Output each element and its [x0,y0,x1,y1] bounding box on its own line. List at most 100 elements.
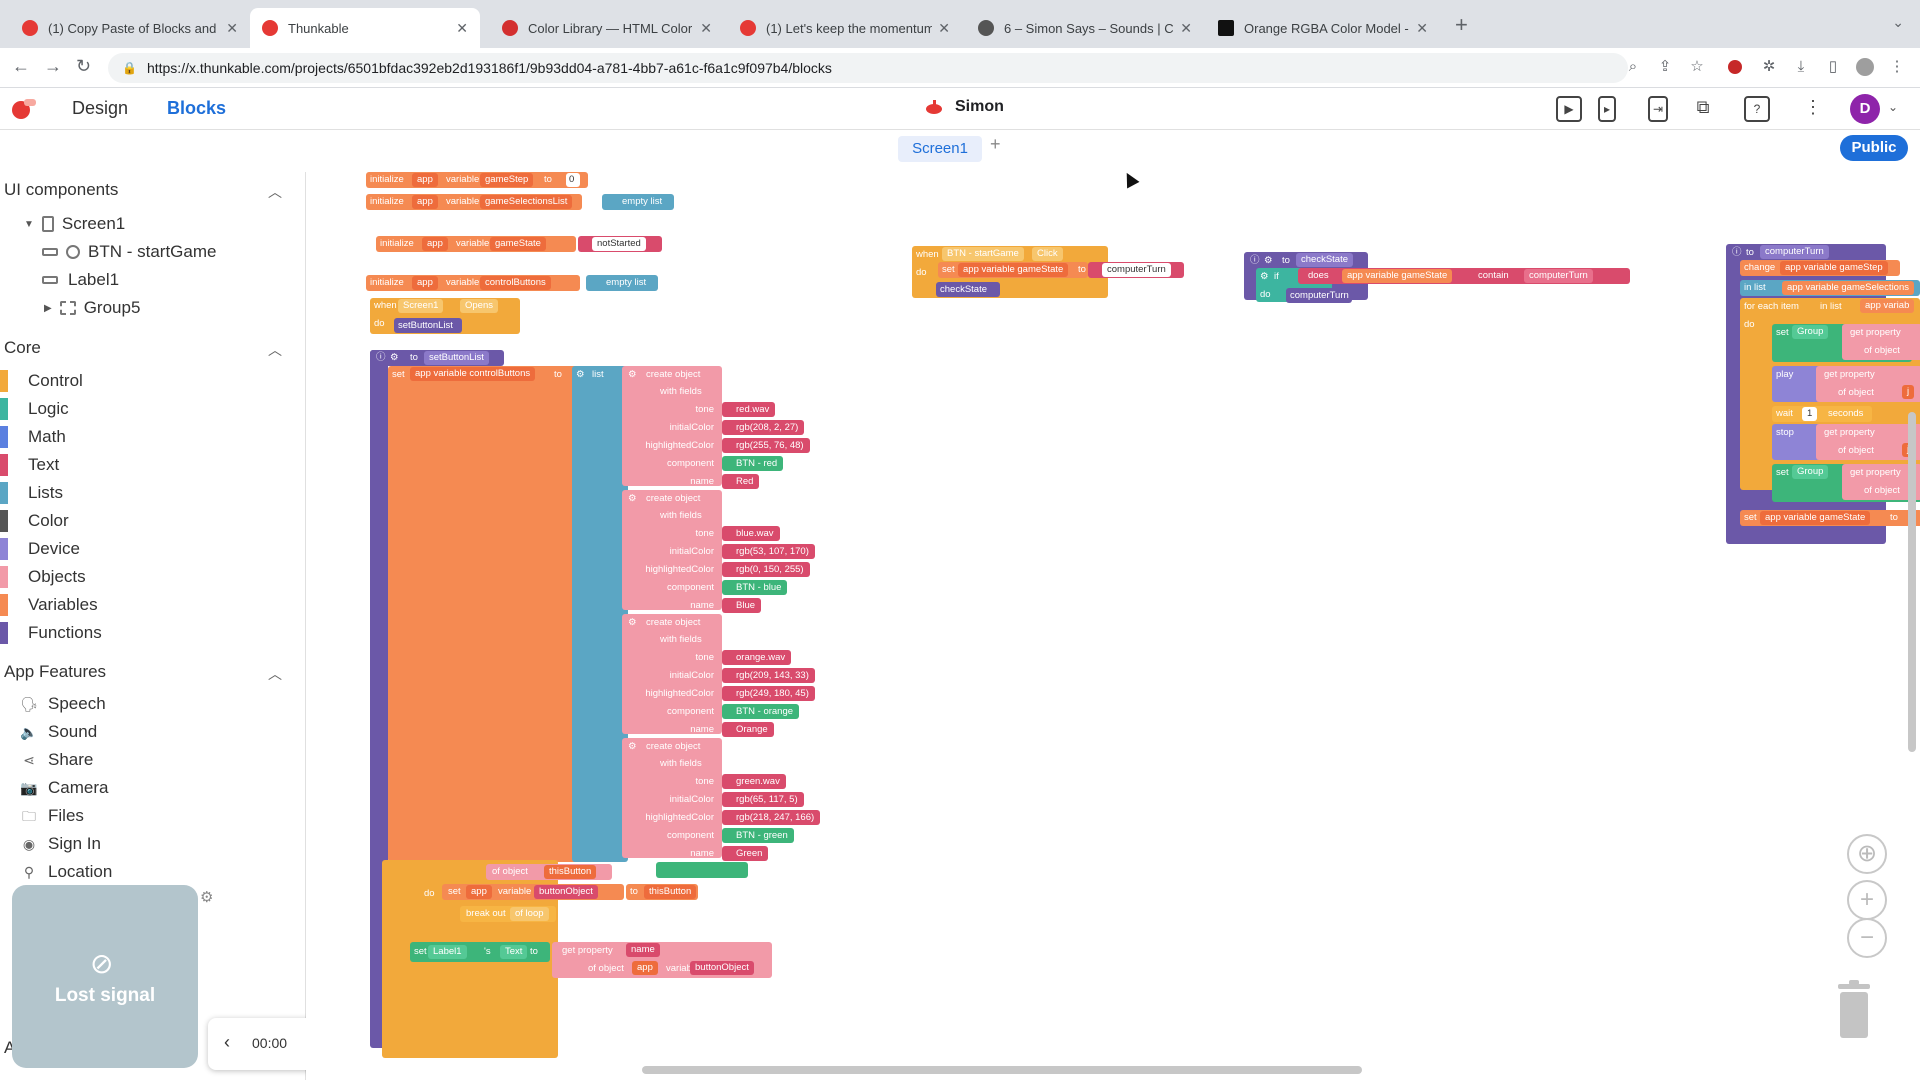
browser-tab[interactable]: Orange RGBA Color Model - fla ✕ [1206,8,1440,48]
forward-arrow-icon[interactable]: → [44,56,62,76]
gear-icon[interactable]: ⚙ [628,493,637,504]
feature-item-location[interactable]: ⚲Location [20,862,112,882]
core-item-math[interactable]: Math [0,426,66,448]
core-item-lists[interactable]: Lists [0,482,63,504]
string-value[interactable]: rgb(65, 117, 5) [722,792,804,807]
string-value[interactable]: computerTurn [1524,269,1593,283]
number-value[interactable]: 1 [1802,407,1818,421]
number-value[interactable]: 0 [566,173,580,187]
section-heading-ui-components[interactable]: UI components [4,180,119,199]
change-variable-block[interactable]: change app variable gameStep [1740,260,1900,276]
get-property-block[interactable]: get property of object [1842,464,1920,500]
add-screen-button[interactable]: + [990,134,1001,154]
component-value[interactable]: BTN - red [722,456,784,471]
chevron-left-icon[interactable]: ‹ [224,1032,230,1052]
browser-tab[interactable]: Color Library — HTML Color C ✕ [490,8,724,48]
string-value[interactable]: rgb(209, 143, 33) [722,668,815,683]
chevron-down-icon[interactable]: ⌄ [1888,100,1899,114]
core-item-logic[interactable]: Logic [0,398,69,420]
address-bar[interactable]: 🔒 https://x.thunkable.com/projects/6501b… [108,53,1628,83]
get-property-block[interactable]: get property of object j [1816,424,1920,460]
blocks-workspace[interactable]: initialize app variable gameStep to 0 in… [306,172,1920,1080]
string-value[interactable]: orange.wav [722,650,792,665]
gear-icon[interactable]: ⚙ [628,369,637,380]
init-variable-block[interactable]: initialize app variable controlButtons [366,275,580,291]
event-dropdown[interactable]: Click [1032,247,1063,261]
call-function-block[interactable]: checkState [936,282,1000,297]
share-icon[interactable]: ⇪ [1658,58,1672,75]
tab-design[interactable]: Design [72,98,129,118]
core-item-device[interactable]: Device [0,538,80,560]
empty-list-block[interactable]: empty list [586,275,658,291]
create-object-block[interactable]: ⚙ create object with fields [622,738,722,858]
set-app-variable-block[interactable]: set app variable gameState to [1740,510,1920,526]
settings-gear-icon[interactable]: ⚙ [200,889,214,906]
help-icon[interactable]: ? [1744,96,1770,122]
component-dropdown[interactable]: Label1 [428,945,467,959]
create-object-block[interactable]: ⚙ create object with fields [622,490,722,610]
scope-dropdown[interactable]: app [412,173,438,187]
browser-tab-active[interactable]: Thunkable ✕ [250,8,480,48]
kebab-menu-icon[interactable]: ⋮ [1889,58,1905,75]
set-label-text-block[interactable]: set Label1 's Text [410,942,550,962]
live-test-device-icon[interactable]: ▸ [1598,96,1616,122]
component-dropdown[interactable]: BTN - startGame [942,247,1024,261]
variable-dropdown[interactable]: j [1902,385,1915,399]
variable-name[interactable]: controlButtons [480,276,551,290]
gear-icon[interactable]: ⚙ [1260,271,1269,282]
list-block[interactable]: in list app variable gameSelections [1740,280,1920,296]
gear-icon[interactable]: ⚙ [628,617,637,628]
property-dropdown[interactable]: Text [500,945,528,959]
string-value[interactable]: rgb(249, 180, 45) [722,686,815,701]
zoom-out-icon[interactable]: − [1847,918,1887,958]
text-string-block[interactable]: computerTurn [1088,262,1184,278]
break-out-block[interactable]: break out of loop [460,906,556,922]
string-value[interactable]: rgb(0, 150, 255) [722,562,810,577]
vertical-scrollbar[interactable] [1908,412,1916,752]
scope-dropdown[interactable]: app [412,195,438,209]
sidebar-panel-icon[interactable]: ▯ [1828,58,1838,75]
text-string-block[interactable]: notStarted [578,236,662,252]
section-heading-core[interactable]: Core [4,338,41,357]
core-item-objects[interactable]: Objects [0,566,86,588]
public-button[interactable]: Public [1840,135,1908,161]
variable-dropdown[interactable]: app variable gameState [1760,511,1871,525]
string-value[interactable]: Orange [722,722,774,737]
string-value[interactable]: rgb(255, 76, 48) [722,438,810,453]
function-name[interactable]: setButtonList [424,351,489,365]
string-value[interactable]: green.wav [722,774,786,789]
component-dropdown[interactable]: Group [1792,465,1829,479]
chevron-up-icon[interactable]: ︿ [268,342,282,358]
component-value[interactable]: BTN - blue [722,580,788,595]
variable-name[interactable]: gameState [490,237,546,251]
core-item-variables[interactable]: Variables [0,594,98,616]
string-value[interactable]: notStarted [592,237,646,251]
gear-icon[interactable]: ⚙ [390,352,399,363]
new-tab-button[interactable]: + [1455,12,1468,37]
get-property-block[interactable]: get property name of object app variable… [552,942,772,978]
get-property-block[interactable]: get property of object [1842,324,1920,360]
feature-item-files[interactable]: 🗀Files [20,806,84,826]
function-name[interactable]: checkState [1296,253,1353,267]
set-app-variable-block[interactable]: set app variable gameState to [938,262,1088,278]
variable-dropdown[interactable]: app variable gameState [1342,269,1453,283]
string-value[interactable]: name [626,943,660,957]
create-object-block[interactable]: ⚙ create object with fields [622,366,722,486]
init-variable-block[interactable]: initialize app variable gameStep to 0 [366,172,588,188]
variable-dropdown[interactable]: app variab [1860,299,1915,313]
variable-name[interactable]: gameSelectionsList [480,195,573,209]
variable-getter-block[interactable]: to thisButton [626,884,698,900]
create-object-block[interactable]: ⚙ create object with fields [622,614,722,734]
horizontal-scrollbar[interactable] [642,1066,1362,1074]
gear-icon[interactable]: ⚙ [628,741,637,752]
string-value[interactable]: buttonObject [690,961,754,975]
core-item-text[interactable]: Text [0,454,59,476]
export-icon[interactable]: ⇥ [1648,96,1668,122]
chevron-down-icon[interactable]: ⌄ [1892,14,1904,30]
component-dropdown[interactable]: Group [1792,325,1829,339]
close-icon[interactable]: ✕ [938,19,950,36]
profile-icon[interactable] [1856,58,1874,76]
init-variable-block[interactable]: initialize app variable gameState [376,236,576,252]
close-icon[interactable]: ✕ [1180,19,1192,36]
feature-item-share[interactable]: ⋖Share [20,750,93,770]
